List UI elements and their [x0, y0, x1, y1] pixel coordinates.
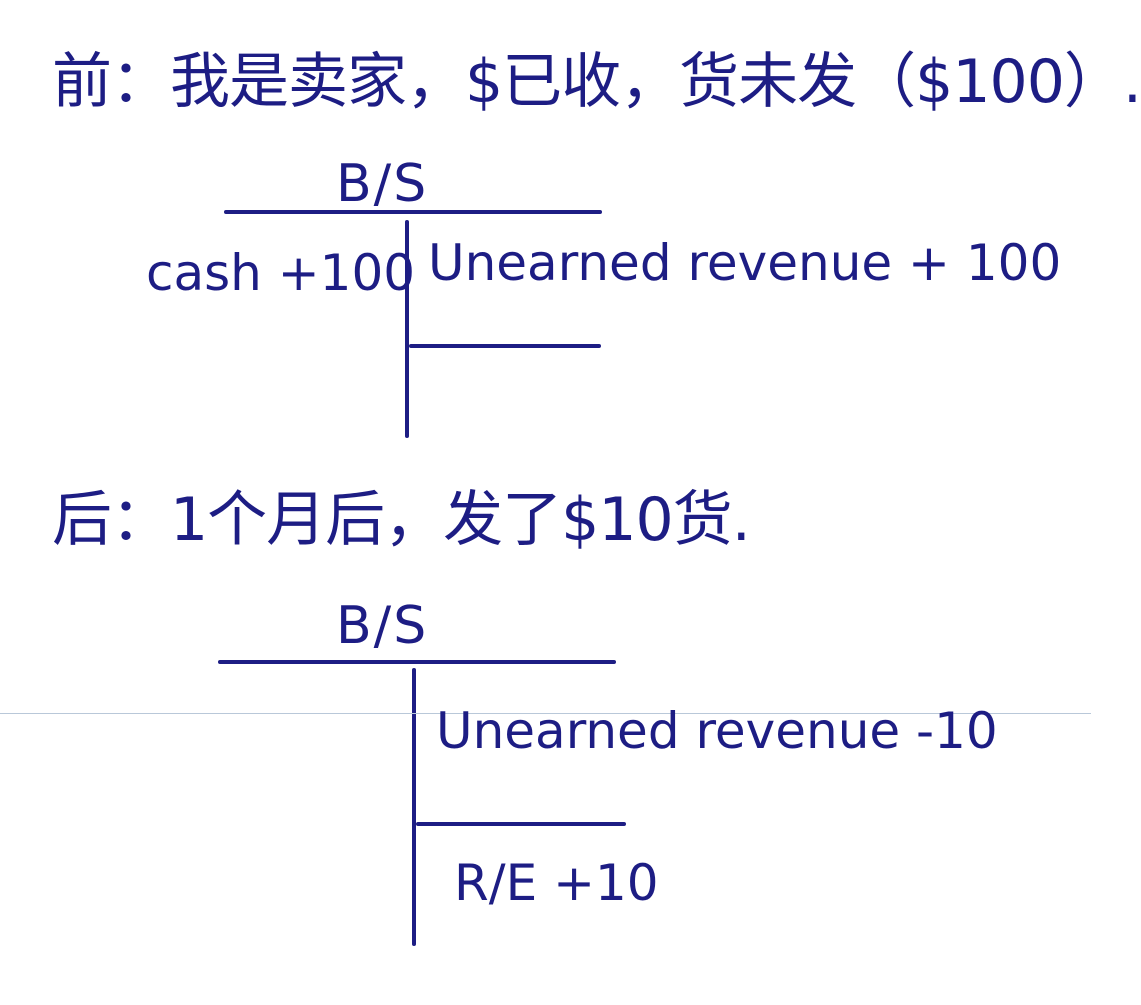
after-bs-title: B/S [336, 596, 429, 656]
before-t-account-divider-rule [409, 344, 601, 348]
before-left-entry-cash: cash +100 [146, 244, 416, 302]
note-canvas: 前：我是卖家，$已收，货未发（$100）. B/S cash +100 Unea… [0, 52, 1141, 946]
after-t-account-vertical-rule [412, 668, 416, 946]
after-right-entry-retained-earnings: R/E +10 [454, 854, 659, 912]
after-t-account-divider-rule [416, 822, 626, 826]
before-heading: 前：我是卖家，$已收，货未发（$100）. [52, 47, 1141, 117]
page-guide-line [0, 713, 1091, 714]
before-right-entry-unearned-revenue: Unearned revenue + 100 [428, 234, 1062, 292]
before-t-account-vertical-rule [405, 220, 409, 438]
after-t-account-top-rule [218, 660, 616, 664]
before-t-account-top-rule [224, 210, 602, 214]
after-heading: 后：1个月后，发了$10货. [52, 485, 751, 555]
before-bs-title: B/S [336, 154, 429, 214]
after-right-entry-unearned-revenue: Unearned revenue -10 [436, 702, 998, 760]
